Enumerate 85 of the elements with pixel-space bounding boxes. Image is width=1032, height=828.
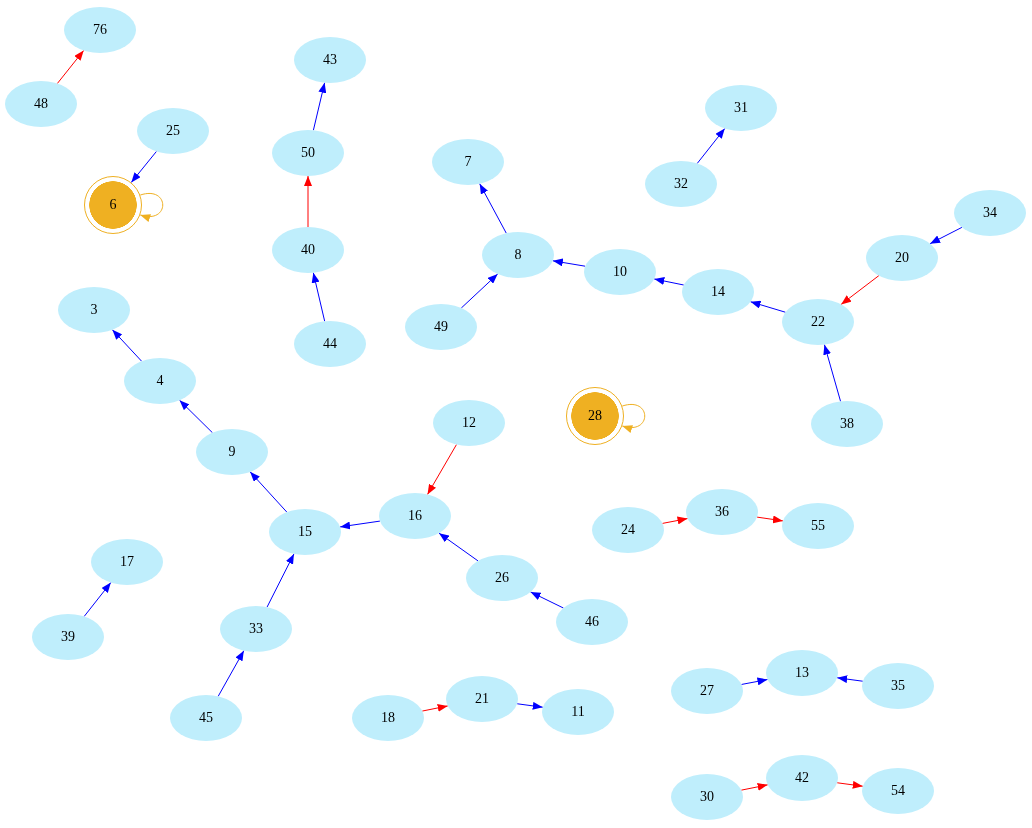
node-label: 48 <box>34 97 48 111</box>
node-label: 24 <box>621 523 635 537</box>
node-label: 18 <box>381 711 395 725</box>
node-label: 21 <box>475 692 489 706</box>
node-label: 4 <box>156 374 164 388</box>
node-label: 32 <box>674 177 688 191</box>
arrow <box>83 582 112 617</box>
arrow <box>840 275 880 305</box>
node-label: 27 <box>700 684 714 698</box>
node-label: 7 <box>464 155 472 169</box>
node-label: 45 <box>199 711 213 725</box>
node-label: 28 <box>588 409 602 423</box>
arrow <box>304 175 312 228</box>
arrow <box>836 780 864 789</box>
node-label: 44 <box>323 337 337 351</box>
node-label: 39 <box>61 630 75 644</box>
arrow <box>696 128 726 164</box>
arrow <box>662 516 688 525</box>
node-label: 31 <box>734 101 748 115</box>
node-label: 46 <box>585 615 599 629</box>
ellipse-node <box>379 493 451 539</box>
arrow <box>111 329 143 362</box>
arrow <box>479 183 507 234</box>
ellipse-node <box>682 269 754 315</box>
arrow <box>56 50 85 84</box>
node-label: 12 <box>462 416 476 430</box>
arrow <box>130 150 157 183</box>
ellipse-node <box>556 599 628 645</box>
node-label: 49 <box>434 320 448 334</box>
node-label: 20 <box>895 251 909 265</box>
arrow <box>339 520 381 530</box>
node-label: 36 <box>715 505 729 519</box>
arrow <box>552 258 586 267</box>
node-label: 42 <box>795 771 809 785</box>
ellipse-node <box>866 235 938 281</box>
arrow <box>823 344 842 402</box>
node-label: 50 <box>301 146 315 160</box>
node-label: 33 <box>249 622 263 636</box>
node-label: 13 <box>795 666 809 680</box>
node-label: 30 <box>700 790 714 804</box>
arrow <box>139 193 164 221</box>
node-label: 14 <box>711 285 725 299</box>
arrow <box>653 277 685 286</box>
arrow <box>929 226 963 245</box>
node-label: 3 <box>90 303 98 317</box>
arrow <box>438 532 479 562</box>
arrow <box>530 591 564 609</box>
arrow <box>621 404 646 432</box>
ellipse-node <box>782 299 854 345</box>
node-label: 54 <box>891 784 905 798</box>
node-label: 26 <box>495 571 509 585</box>
node-label: 34 <box>983 206 997 220</box>
arrow <box>217 650 245 697</box>
node-label: 40 <box>301 243 315 257</box>
ellipse-node <box>954 190 1026 236</box>
arrow <box>421 704 449 712</box>
arrow <box>756 515 784 524</box>
arrow <box>836 675 864 684</box>
node-label: 17 <box>120 555 134 569</box>
node-label: 35 <box>891 679 905 693</box>
arrow <box>460 273 499 309</box>
node-label: 10 <box>613 265 627 279</box>
arrow <box>741 677 768 686</box>
node-label: 15 <box>298 525 312 539</box>
node-label: 16 <box>408 509 422 523</box>
ellipse-node <box>466 555 538 601</box>
arrow <box>516 701 544 710</box>
node-label: 22 <box>811 315 825 329</box>
arrow <box>266 553 295 608</box>
arrow <box>312 82 327 131</box>
node-label: 76 <box>93 23 107 37</box>
node-label: 25 <box>166 124 180 138</box>
node-label: 8 <box>514 248 522 262</box>
node-label: 38 <box>840 417 854 431</box>
arrow <box>311 272 326 322</box>
node-label: 6 <box>109 198 117 212</box>
node-label: 55 <box>811 519 825 533</box>
arrow <box>427 444 457 495</box>
node-label: 11 <box>571 705 585 719</box>
arrow <box>750 300 786 313</box>
node-label: 9 <box>228 445 236 459</box>
arrow <box>249 471 288 513</box>
arrow <box>179 399 213 434</box>
node-label: 43 <box>323 53 337 67</box>
arrow <box>740 782 769 791</box>
